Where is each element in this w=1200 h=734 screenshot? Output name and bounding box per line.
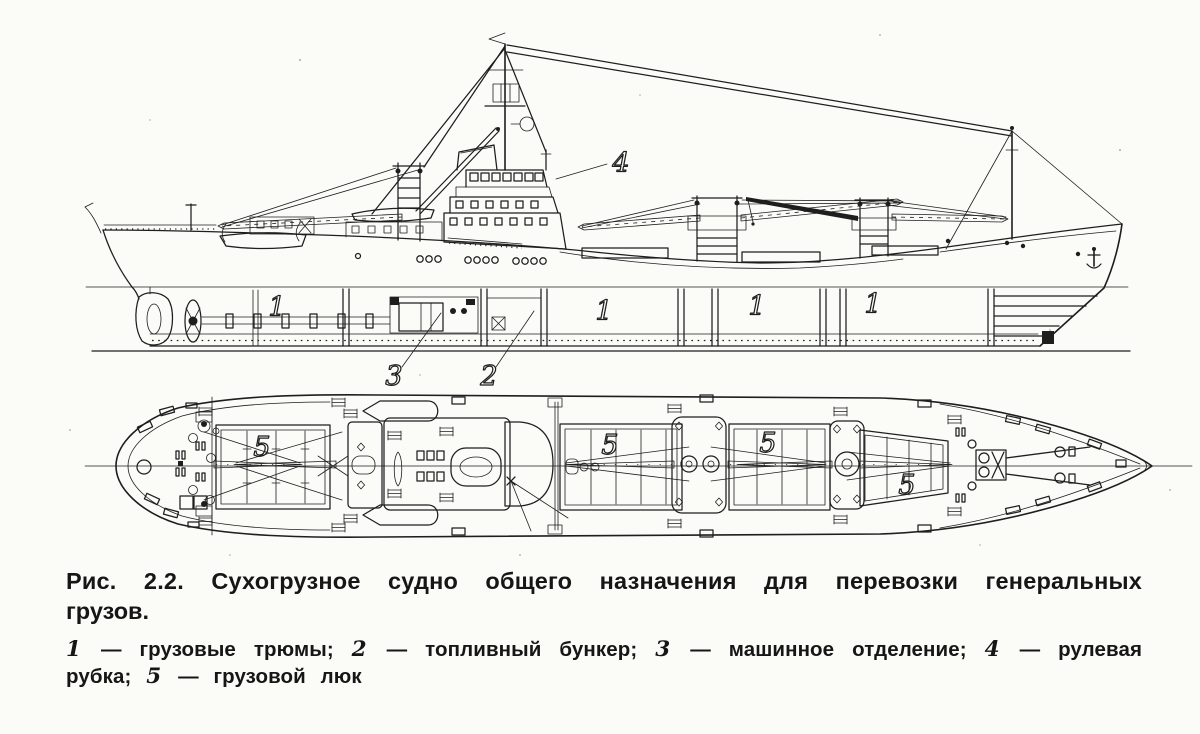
label-hold-1: 1 xyxy=(748,291,765,322)
aft-derrick-station xyxy=(217,127,500,242)
label-engine-room-3: 3 xyxy=(385,361,402,392)
bow-anchor xyxy=(1086,247,1102,269)
deck-plan-view: 5 5 5 5 xyxy=(84,393,1193,539)
side-elevation-view: 4 3 2 1 1 1 1 xyxy=(84,32,1131,393)
label-hold-1: 1 xyxy=(268,292,285,323)
superstructure xyxy=(345,144,567,250)
plan-mast-platforms xyxy=(188,403,865,529)
label-hold-1: 1 xyxy=(864,289,881,320)
plan-lifeboat-starboard xyxy=(362,504,439,526)
foremast xyxy=(945,126,1123,250)
bow-internal-structure xyxy=(993,295,1098,344)
caption-line-2: грузов. xyxy=(66,598,150,624)
station-a-platform xyxy=(667,403,727,529)
stern-flagstaff xyxy=(84,206,102,234)
poop-deck xyxy=(84,202,315,250)
hatch-coamings xyxy=(581,245,939,263)
figure-legend: 1 — грузовые трюмы; 2 — топливный бункер… xyxy=(66,636,1142,690)
label-hatch-5: 5 xyxy=(898,470,915,501)
stowed-boom xyxy=(746,197,858,221)
hold-bulkheads xyxy=(342,288,995,347)
deck-edge-fairleads xyxy=(451,394,932,538)
bow-deck-fittings xyxy=(947,414,1127,517)
legend-item-wheelhouse: 4 — рулевая рубка; xyxy=(66,637,1143,688)
scan-noise xyxy=(69,34,1171,556)
label-hatch-5: 5 xyxy=(253,432,270,463)
derrick-boom xyxy=(217,213,403,230)
plan-lifeboat-port xyxy=(362,400,439,422)
label-hold-1: 1 xyxy=(595,296,612,327)
station-b-platform xyxy=(829,406,865,525)
plan-view-labels: 5 5 5 5 xyxy=(253,427,916,501)
main-mast xyxy=(371,32,1013,215)
mast-flag xyxy=(488,32,506,45)
legend-item-holds: 1 — грузовые трюмы; xyxy=(66,637,334,662)
funnel-casing xyxy=(456,144,498,171)
rudder-and-propeller xyxy=(131,286,391,347)
ship-general-arrangement-drawing: 4 3 2 1 1 1 1 xyxy=(69,32,1193,556)
fuel-bunker xyxy=(486,297,542,331)
legend-item-hatch: 5 — грузовой люк xyxy=(146,664,362,689)
plan-wheelhouse xyxy=(504,421,554,507)
derrick-station-a xyxy=(577,195,904,263)
label-hatch-5: 5 xyxy=(601,430,618,461)
mast-stays xyxy=(371,44,1013,215)
legend-item-engine-room: 3 — машинное отделение; xyxy=(655,637,967,662)
boat-deck-lifeboat xyxy=(351,207,435,223)
engine-room-machinery xyxy=(389,296,479,334)
hatch-4 xyxy=(859,429,949,507)
engine-skylights xyxy=(416,450,445,482)
figure-caption: Рис. 2.2. Сухогрузное судно общего назна… xyxy=(66,566,1142,690)
label-wheelhouse-4: 4 xyxy=(611,148,629,179)
caption-text: Рис. 2.2. Сухогрузное судно общего назна… xyxy=(66,566,1142,626)
side-view-labels: 4 3 2 1 1 1 1 xyxy=(268,147,882,392)
label-hatch-5: 5 xyxy=(759,428,776,459)
hatch-1 xyxy=(215,424,331,510)
radar-dome xyxy=(519,116,535,132)
aft-lifeboat xyxy=(219,232,307,250)
plan-superstructure xyxy=(331,397,600,535)
plan-hull-outline xyxy=(115,393,1153,539)
legend-item-bunker: 2 — топливный бункер; xyxy=(351,637,638,662)
plan-funnel xyxy=(450,447,502,487)
label-bunker-2: 2 xyxy=(479,361,497,392)
raised-boom xyxy=(415,127,497,212)
crows-nest xyxy=(492,83,520,103)
caption-line-1: Рис. 2.2. Сухогрузное судно общего назна… xyxy=(66,568,1142,594)
portholes xyxy=(354,238,1081,265)
derrick-station-b xyxy=(746,197,1009,259)
